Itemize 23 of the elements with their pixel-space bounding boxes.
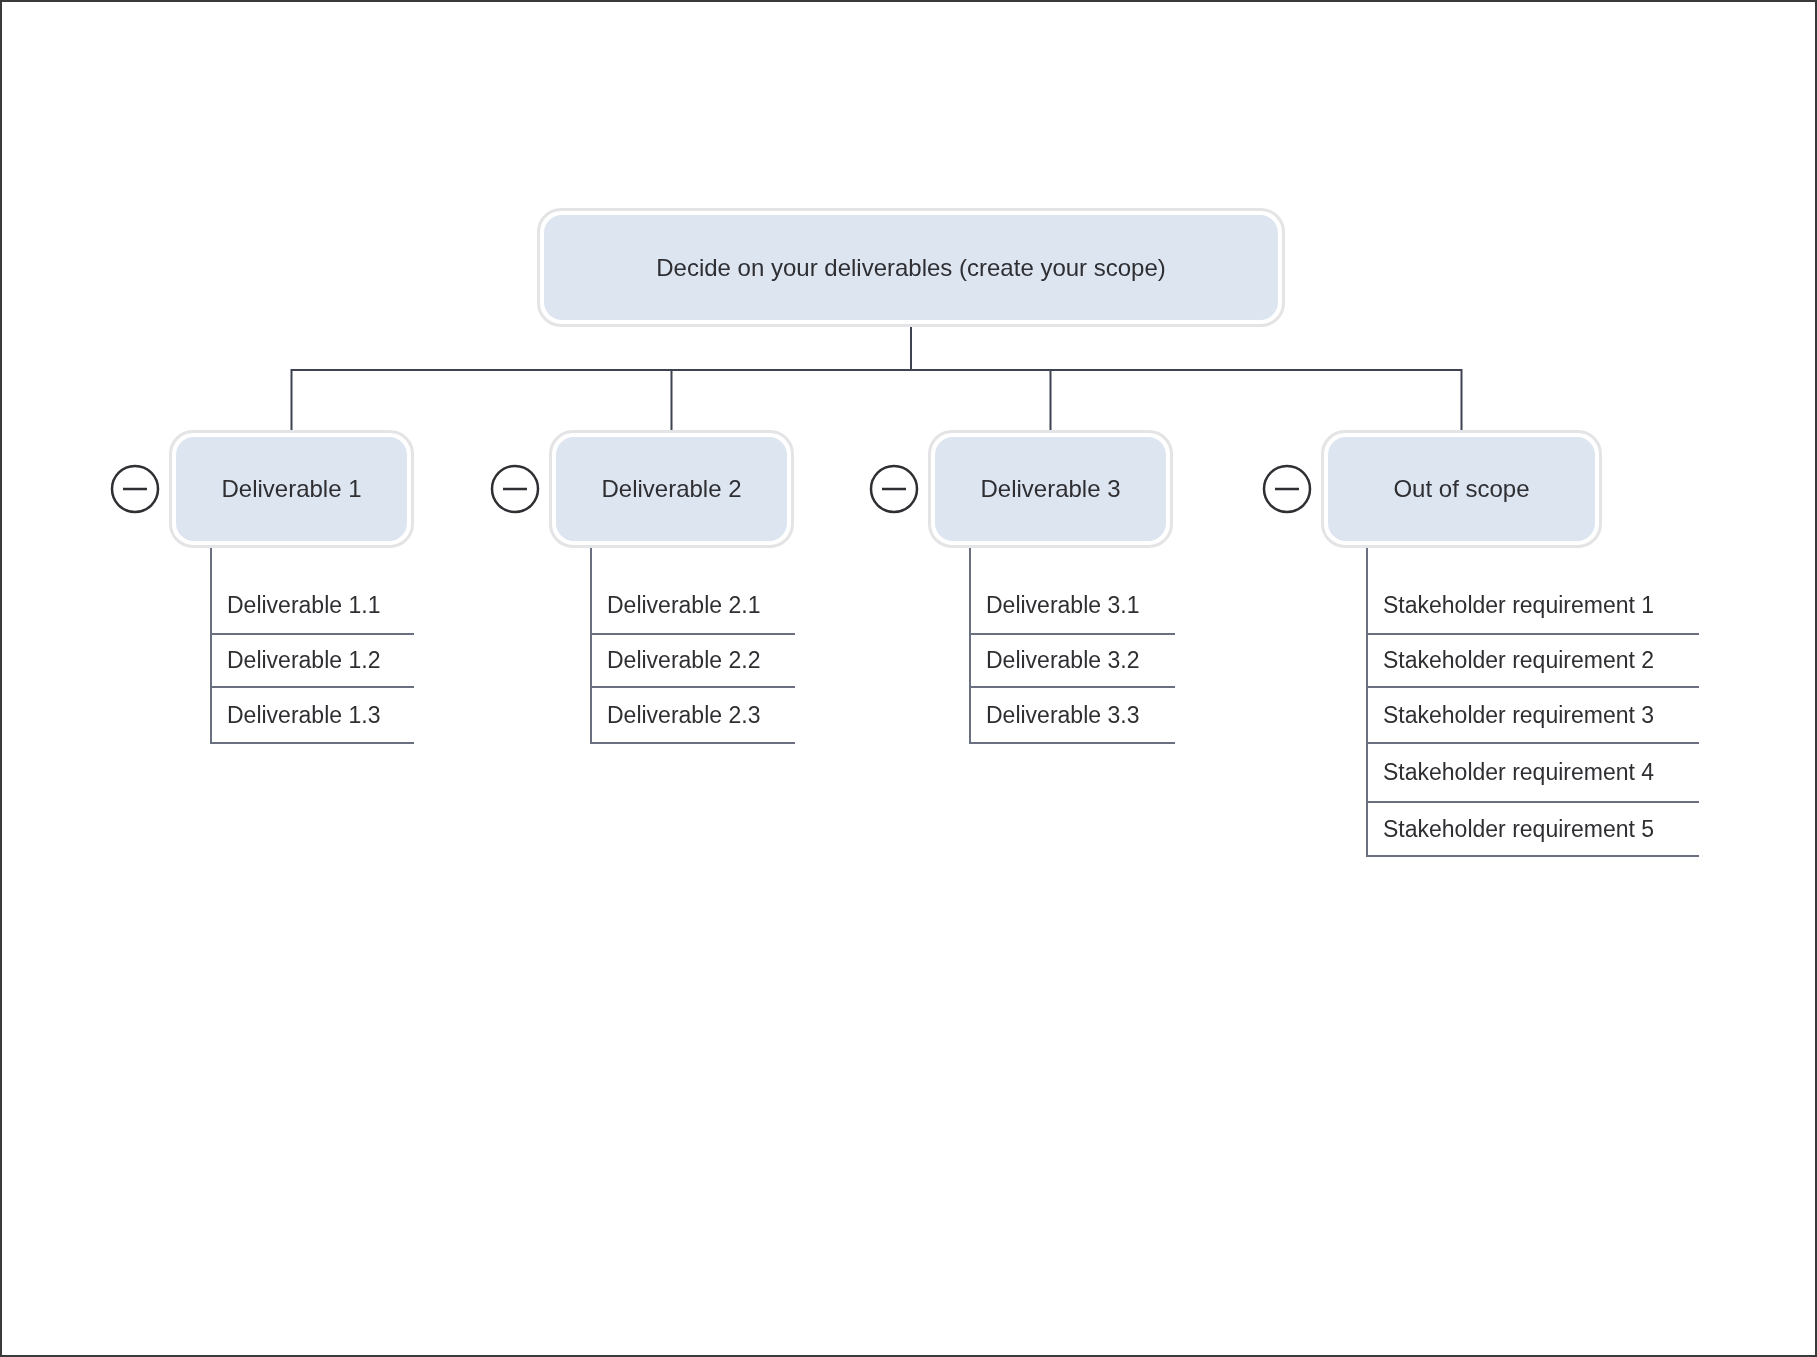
connector-line [590, 547, 592, 745]
connector-line [210, 547, 212, 745]
list-item: Stakeholder requirement 3 [1367, 688, 1699, 744]
list-item: Deliverable 3.1 [970, 577, 1175, 635]
connector-line [969, 547, 971, 745]
list-item: Deliverable 3.2 [970, 635, 1175, 688]
list-item: Deliverable 2.2 [591, 635, 795, 688]
list-item: Stakeholder requirement 4 [1367, 744, 1699, 803]
list-item: Deliverable 1.2 [211, 635, 414, 688]
root-box: Decide on your deliverables (create your scope) [537, 208, 1285, 327]
list-item: Stakeholder requirement 2 [1367, 635, 1699, 688]
list-item: Deliverable 1.1 [211, 577, 414, 635]
list-item: Stakeholder requirement 1 [1367, 577, 1699, 635]
list-item: Deliverable 1.3 [211, 688, 414, 744]
category-box: Deliverable 1 [169, 430, 414, 548]
category-box: Out of scope [1321, 430, 1602, 548]
list-item: Deliverable 2.1 [591, 577, 795, 635]
list-item: Stakeholder requirement 5 [1367, 803, 1699, 857]
category-box: Deliverable 3 [928, 430, 1173, 548]
connector-line [1366, 547, 1368, 858]
category-box: Deliverable 2 [549, 430, 794, 548]
list-item: Deliverable 3.3 [970, 688, 1175, 744]
list-item: Deliverable 2.3 [591, 688, 795, 744]
